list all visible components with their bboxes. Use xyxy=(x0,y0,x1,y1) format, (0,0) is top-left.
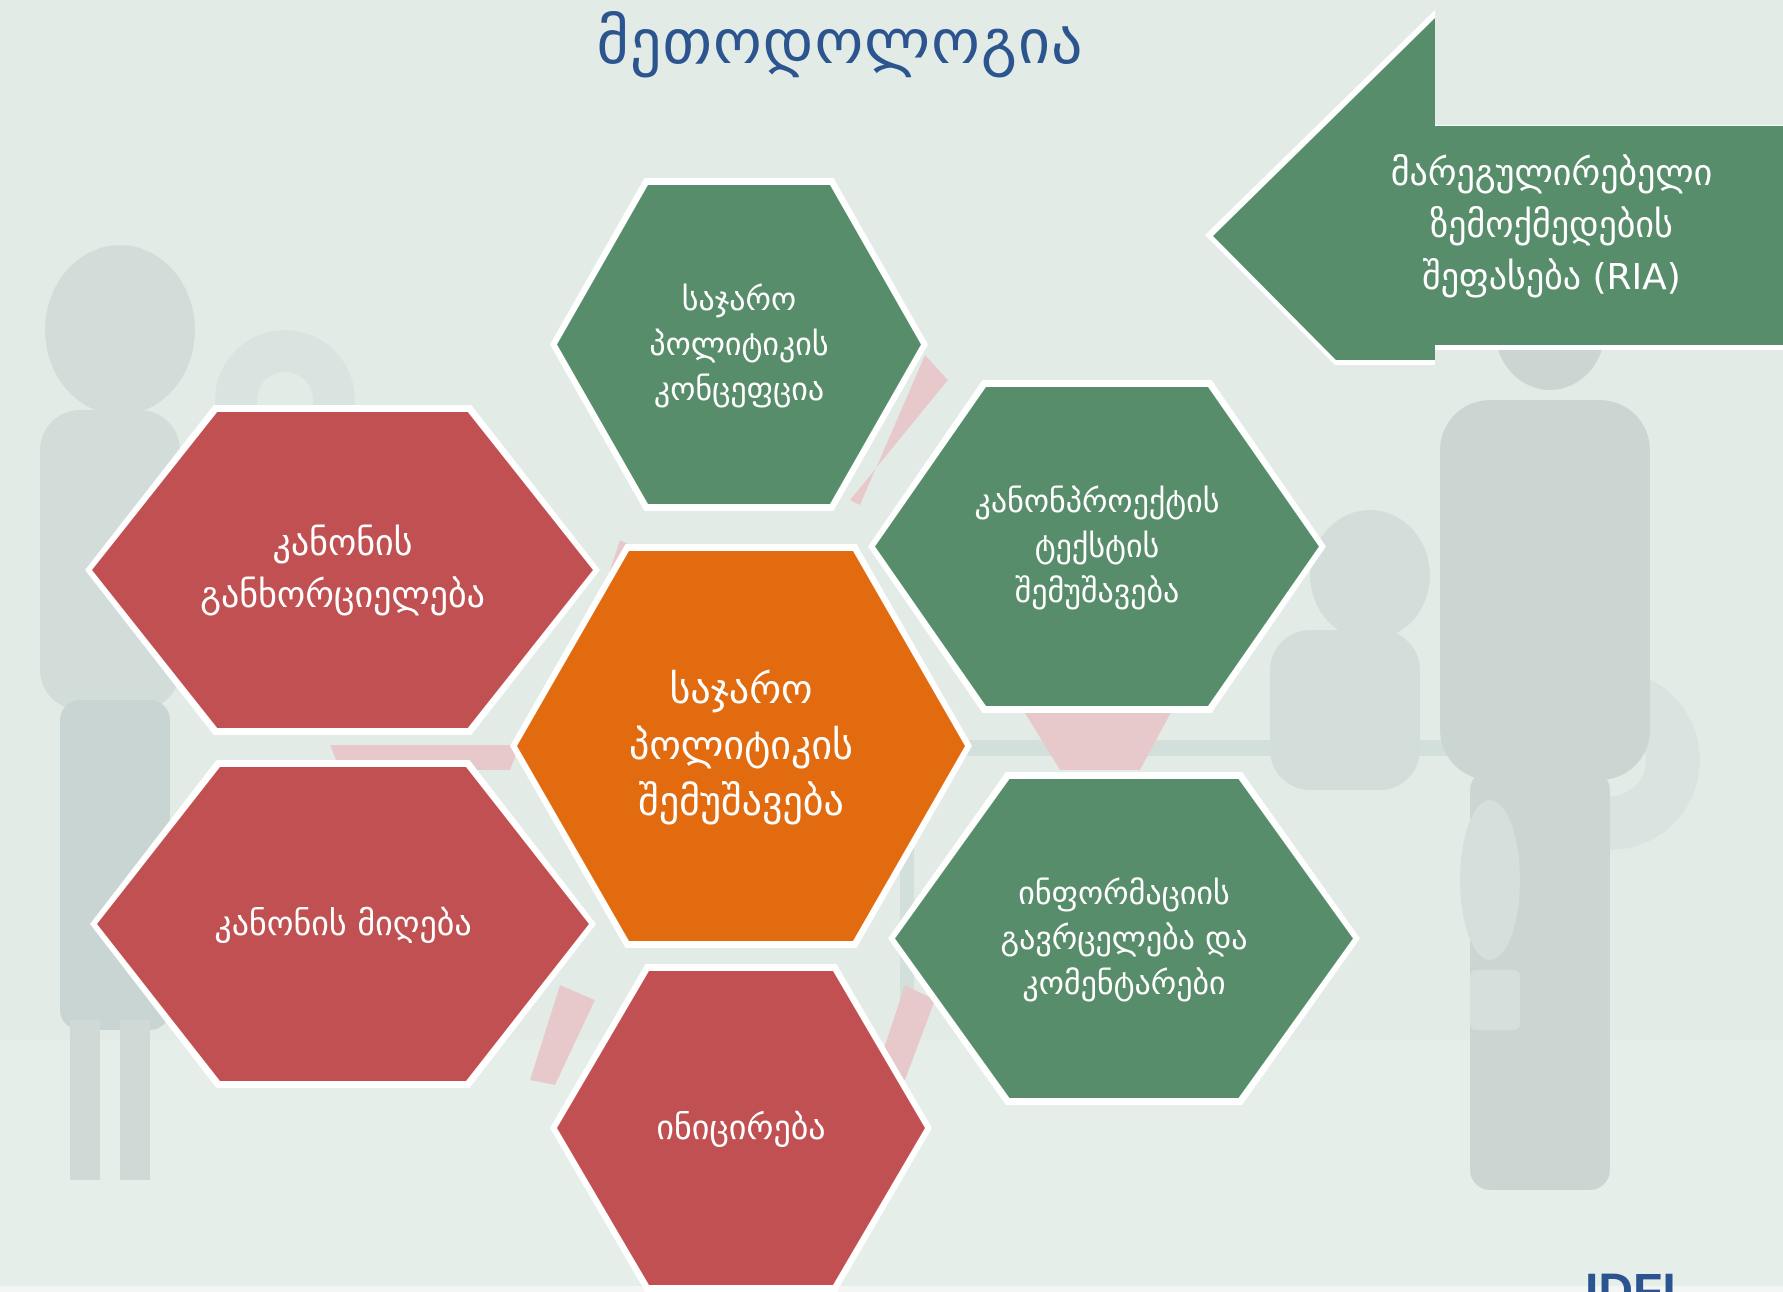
hex-label-line: კანონის xyxy=(272,523,413,564)
hex-label: კანონის მიღება xyxy=(171,901,515,947)
hex-label-line: კომენტარები xyxy=(1022,964,1226,1002)
ria-arrow-label: მარეგულირებელი ზემოქმედების შეფასება (RI… xyxy=(1320,148,1783,304)
hex-label: კანონპროექტის ტექსტის შემუშავება xyxy=(942,479,1253,614)
hex-label: საჯარო პოლიტიკის კონცეფცია xyxy=(612,277,867,412)
hex-label: საჯარო პოლიტიკის შემუშავება xyxy=(584,662,898,830)
person-seated-silhouette xyxy=(1270,510,1430,790)
hex-label-line: პოლიტიკის xyxy=(649,325,829,363)
hex-label-line: საჯარო xyxy=(681,280,797,318)
hex-label-line: შემუშავება xyxy=(638,779,844,825)
hex-label-line: კონცეფცია xyxy=(653,370,825,408)
plant-icon xyxy=(1460,800,1520,1030)
ria-arrow-line: მარეგულირებელი xyxy=(1390,153,1713,194)
ria-arrow-fill xyxy=(1213,18,1783,360)
hex-label-line: კანონის მიღება xyxy=(214,904,472,944)
page-title: მეთოდოლოგია xyxy=(596,5,1084,78)
hex-label: ინფორმაციის გავრცელება და კომენტარები xyxy=(964,871,1285,1006)
hex-label-line: კანონპროექტის xyxy=(974,482,1220,520)
hex-label-line: შემუშავება xyxy=(1014,572,1180,610)
hex-fill: საჯარო პოლიტიკის შემუშავება xyxy=(517,551,965,941)
hex-public-policy-concept: საჯარო პოლიტიკის კონცეფცია xyxy=(550,178,928,511)
ria-arrow-line: ზემოქმედების xyxy=(1430,205,1673,246)
hex-label-line: გავრცელება და xyxy=(1000,919,1248,957)
hex-label: ინიცირება xyxy=(612,1105,870,1151)
ria-arrow-line: შეფასება (RIA) xyxy=(1422,257,1681,298)
hex-center-policy-development: საჯარო პოლიტიკის შემუშავება xyxy=(510,544,972,948)
hex-fill: საჯარო პოლიტიკის კონცეფცია xyxy=(557,185,921,504)
hex-label-line: ინფორმაციის xyxy=(1018,874,1230,912)
hex-label-line: საჯარო xyxy=(669,667,813,713)
hex-label-line: ტექსტის xyxy=(1034,527,1160,565)
hex-label-line: განხორციელება xyxy=(200,575,485,616)
idfi-logo: IDFI xyxy=(1585,1268,1745,1292)
hex-label: კანონის განხორციელება xyxy=(167,518,518,622)
hex-label-line: ინიცირება xyxy=(656,1108,826,1148)
hex-label-line: პოლიტიკის xyxy=(629,723,853,769)
